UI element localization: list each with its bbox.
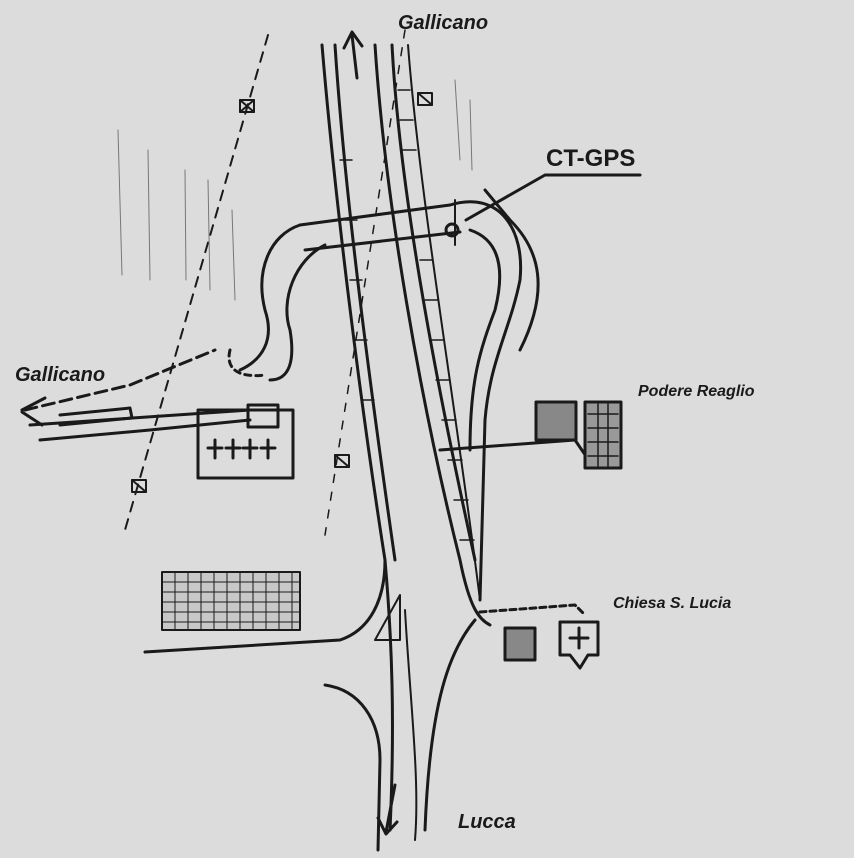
- gps-station-marker: [444, 222, 460, 238]
- boundary-dashed-line: [124, 34, 269, 531]
- overpass: [238, 188, 540, 602]
- arrow-left-icon: [20, 396, 47, 427]
- cemetery: [196, 403, 295, 480]
- embankment-hatching: [339, 89, 475, 541]
- arrow-up-icon: [342, 30, 364, 80]
- arrow-down-icon: [376, 783, 399, 836]
- pylon-icon: [131, 479, 147, 493]
- label-podere-reaglio: Podere Reaglio: [638, 383, 755, 400]
- left-road: [20, 348, 267, 442]
- label-gallicano-top: Gallicano: [398, 12, 489, 34]
- boundary-dashed-line: [324, 29, 406, 536]
- main-highway: [320, 43, 492, 841]
- label-lucca: Lucca: [458, 811, 516, 833]
- pylon-icon: [417, 92, 433, 106]
- label-chiesa-s-lucia: Chiesa S. Lucia: [613, 595, 732, 612]
- field-grid: [161, 571, 301, 631]
- podere-reaglio-buildings: [438, 400, 623, 470]
- label-gallicano-left: Gallicano: [15, 364, 106, 386]
- gps-leader-line: [464, 173, 642, 222]
- terrain-hatching: [117, 79, 473, 301]
- chiesa-s-lucia-buildings: [478, 603, 600, 670]
- lower-roads: [143, 558, 477, 852]
- pylon-icon: [239, 99, 255, 113]
- label-ct-gps: CT-GPS: [546, 145, 636, 172]
- pylon-icon: [334, 454, 350, 468]
